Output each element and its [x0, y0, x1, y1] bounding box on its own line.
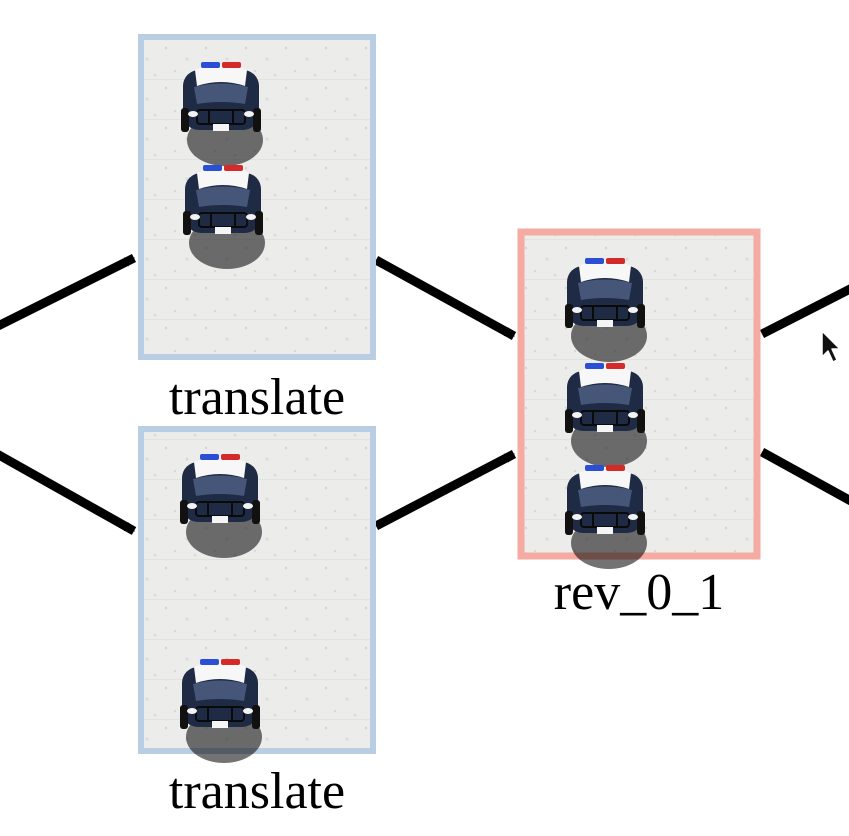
police-car: [180, 61, 264, 167]
edge-rev-to-output-2: [759, 448, 849, 506]
edge-translate-bottom-to-rev: [373, 450, 517, 530]
node-label-translate-bottom: translate: [168, 763, 346, 820]
node-label-translate-top: translate: [168, 369, 346, 426]
edge-input-to-translate-top: [0, 253, 137, 331]
police-car: [179, 658, 263, 764]
edges: [0, 253, 849, 535]
mouse-pointer-icon: [821, 330, 841, 363]
node-translate-bottom: [138, 426, 376, 764]
police-car: [564, 257, 648, 363]
edge-translate-top-to-rev: [373, 256, 517, 340]
police-car: [179, 453, 263, 559]
node-translate-top: [138, 34, 376, 360]
police-car: [564, 362, 648, 468]
node-label-rev-0-1: rev_0_1: [553, 564, 725, 621]
police-car: [182, 164, 266, 270]
edge-rev-to-output-1: [759, 284, 849, 339]
police-car: [564, 464, 648, 570]
edge-input-to-translate-bottom: [0, 450, 137, 535]
node-rev-0-1: [517, 228, 761, 570]
